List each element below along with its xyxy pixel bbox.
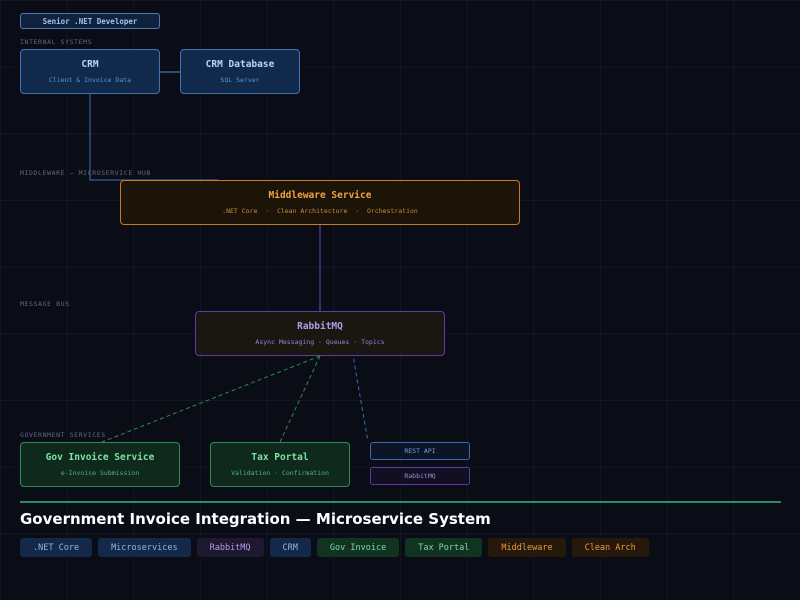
middleware-service-node[interactable]: Middleware Service .NET Core · Clean Arc… xyxy=(120,180,520,225)
tech-tag-list: .NET Core Microservices RabbitMQ CRM Gov… xyxy=(20,538,649,557)
role-badge: Senior .NET Developer xyxy=(20,13,160,29)
tag-tax-portal: Tax Portal xyxy=(405,538,483,557)
rabbitmq-to-gov-invoice-connector xyxy=(101,355,321,443)
gov-invoice-service-node-subtitle: e-Invoice Submission xyxy=(60,469,140,477)
rabbitmq-node-subtitle: Async Messaging · Queues · Topics xyxy=(255,338,385,346)
crm-database-node[interactable]: CRM Database SQL Server xyxy=(180,49,300,94)
section-label-message-bus: MESSAGE BUS xyxy=(20,300,70,308)
gov-invoice-service-node[interactable]: Gov Invoice Service e-Invoice Submission xyxy=(20,442,180,487)
crm-to-middleware-connector xyxy=(89,94,218,181)
tag-rabbitmq: RabbitMQ xyxy=(196,538,264,557)
tag-microservices: Microservices xyxy=(98,538,191,557)
divider xyxy=(20,501,781,503)
section-label-middleware: MIDDLEWARE — MICROSERVICE HUB xyxy=(20,169,151,177)
tag-dotnet-core: .NET Core xyxy=(20,538,93,557)
tax-portal-node-title: Tax Portal xyxy=(251,452,309,463)
middleware-service-node-subtitle: .NET Core · Clean Architecture · Orchest… xyxy=(222,207,418,215)
tag-middleware: Middleware xyxy=(488,538,566,557)
legend-rest-api: REST API xyxy=(370,442,470,460)
section-label-government: GOVERNMENT SERVICES xyxy=(20,431,106,439)
tag-gov-invoice: Gov Invoice xyxy=(316,538,400,557)
rabbitmq-node-title: RabbitMQ xyxy=(297,321,343,332)
tag-crm: CRM xyxy=(269,538,311,557)
rabbitmq-node[interactable]: RabbitMQ Async Messaging · Queues · Topi… xyxy=(195,311,445,356)
page-title: Government Invoice Integration — Microse… xyxy=(20,510,491,528)
legend-rabbitmq: RabbitMQ xyxy=(370,467,470,485)
gov-invoice-service-node-title: Gov Invoice Service xyxy=(45,452,155,463)
rabbitmq-to-tax-portal-connector xyxy=(279,355,321,443)
crm-node-title: CRM xyxy=(81,59,99,70)
tax-portal-node[interactable]: Tax Portal Validation · Confirmation xyxy=(210,442,350,487)
crm-node-subtitle: Client & Invoice Data xyxy=(48,76,132,84)
crm-database-node-title: CRM Database xyxy=(205,59,275,70)
tag-clean-arch: Clean Arch xyxy=(571,538,649,557)
middleware-service-node-title: Middleware Service xyxy=(268,190,372,201)
tax-portal-node-subtitle: Validation · Confirmation xyxy=(231,469,329,477)
crm-node[interactable]: CRM Client & Invoice Data xyxy=(20,49,160,94)
crm-database-node-subtitle: SQL Server xyxy=(220,76,260,84)
section-label-internal: INTERNAL SYSTEMS xyxy=(20,38,93,46)
